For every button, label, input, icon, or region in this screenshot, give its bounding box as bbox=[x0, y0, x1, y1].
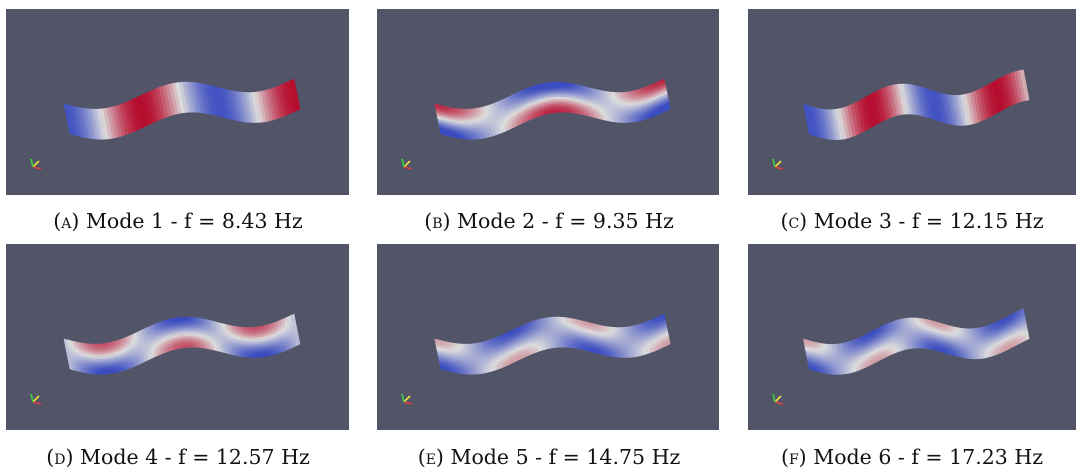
mode-4-panel bbox=[6, 244, 349, 430]
plate-surface bbox=[803, 308, 1030, 375]
mode-4-plate bbox=[30, 313, 301, 405]
axis-line bbox=[403, 395, 411, 403]
orientation-axes-icon bbox=[401, 158, 413, 170]
orientation-axes-icon bbox=[401, 393, 413, 405]
axis-line bbox=[32, 401, 42, 405]
plate-surface bbox=[434, 313, 671, 375]
plate-surface bbox=[63, 313, 301, 375]
axis-line bbox=[32, 166, 42, 170]
plate-cell bbox=[295, 341, 301, 347]
mode-5-plate bbox=[401, 313, 671, 405]
plate-cell bbox=[295, 106, 301, 112]
plate-cell bbox=[666, 341, 671, 347]
axis-line bbox=[403, 160, 411, 168]
axis-line bbox=[772, 158, 776, 168]
mode-6-plate bbox=[772, 308, 1030, 405]
axis-line bbox=[401, 158, 405, 168]
plate-cell bbox=[1025, 97, 1030, 101]
mode-1-panel bbox=[6, 9, 349, 195]
plate-surface bbox=[434, 78, 671, 140]
orientation-axes-icon bbox=[30, 393, 42, 405]
orientation-axes-icon bbox=[30, 158, 42, 170]
axis-line bbox=[401, 393, 405, 403]
mode-6-panel bbox=[748, 244, 1076, 430]
mode-3-panel bbox=[748, 9, 1076, 195]
mode-1-plate bbox=[30, 78, 301, 170]
plate-cell bbox=[666, 106, 671, 112]
mode-2-panel bbox=[377, 9, 719, 195]
mode-2-plate bbox=[401, 78, 671, 170]
plate-surface bbox=[803, 69, 1030, 141]
axis-line bbox=[30, 393, 34, 403]
axis-line bbox=[774, 160, 782, 168]
axis-line bbox=[32, 395, 40, 403]
axis-line bbox=[774, 166, 784, 170]
mode-3-plate bbox=[772, 69, 1030, 170]
axis-line bbox=[403, 401, 413, 405]
plate-surface bbox=[63, 78, 301, 140]
axis-line bbox=[403, 166, 413, 170]
mode-5-panel bbox=[377, 244, 719, 430]
axis-line bbox=[30, 158, 34, 168]
orientation-axes-icon bbox=[772, 158, 784, 170]
axis-line bbox=[32, 160, 40, 168]
